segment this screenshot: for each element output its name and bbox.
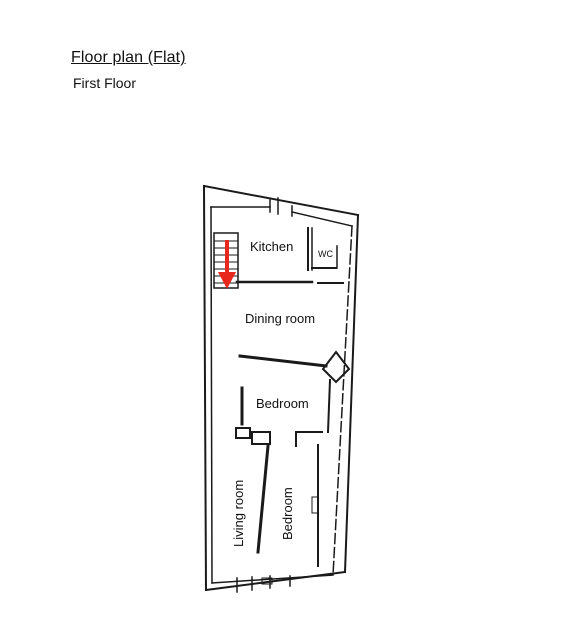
room-label-kitchen: Kitchen <box>250 239 293 254</box>
dining-walls <box>238 350 351 447</box>
bedroom-walls <box>235 386 319 567</box>
kitchen-walls <box>235 227 344 284</box>
room-label-wc: WC <box>318 249 333 259</box>
room-label-bedroom-upper: Bedroom <box>256 396 309 411</box>
room-label-dining: Dining room <box>245 311 315 326</box>
room-label-living: Living room <box>231 480 246 547</box>
stair-direction-arrow <box>218 240 236 289</box>
outer-walls <box>202 184 360 593</box>
room-label-bedroom-lower: Bedroom <box>280 487 295 540</box>
floor-subtitle: First Floor <box>73 75 136 91</box>
page-title: Floor plan (Flat) <box>71 49 186 66</box>
